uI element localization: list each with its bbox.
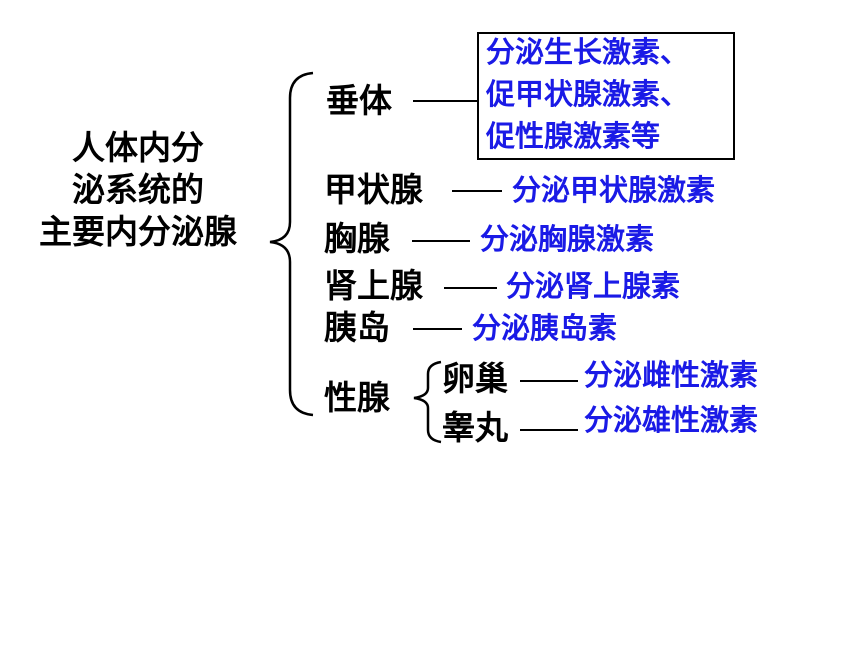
gland-thymus: 胸腺	[324, 219, 390, 258]
root-line-1: 人体内分	[72, 128, 204, 167]
adrenal-hormone: 分泌肾上腺素	[506, 269, 681, 303]
gland-islets: 胰岛	[324, 308, 390, 347]
thyroid-hormone: 分泌甲状腺激素	[512, 173, 716, 207]
ovary-hormone: 分泌雌性激素	[584, 358, 759, 392]
gonad-testis: 睾丸	[442, 408, 508, 447]
root-line-3: 主要内分泌腺	[39, 212, 237, 251]
testis-hormone: 分泌雄性激素	[584, 403, 759, 437]
gland-pituitary: 垂体	[326, 81, 392, 120]
pituitary-hormone-box	[477, 32, 735, 160]
root-label: 人体内分 泌系统的 主要内分泌腺	[18, 127, 258, 253]
main-brace	[269, 71, 314, 417]
gland-thyroid: 甲状腺	[324, 170, 423, 209]
thymus-hormone: 分泌胸腺激素	[480, 222, 655, 256]
islets-hormone: 分泌胰岛素	[472, 311, 618, 345]
root-line-2: 泌系统的	[72, 170, 204, 209]
gland-adrenal: 肾上腺	[324, 266, 423, 305]
gonad-brace	[413, 360, 442, 444]
pituitary-hormone-line-2: 促甲状腺激素、	[486, 77, 690, 111]
gonad-ovary: 卵巢	[442, 359, 508, 398]
pituitary-hormone-line-1: 分泌生长激素、	[486, 35, 690, 69]
pituitary-hormone-line-3: 促性腺激素等	[486, 119, 661, 153]
gland-gonads: 性腺	[324, 378, 390, 417]
